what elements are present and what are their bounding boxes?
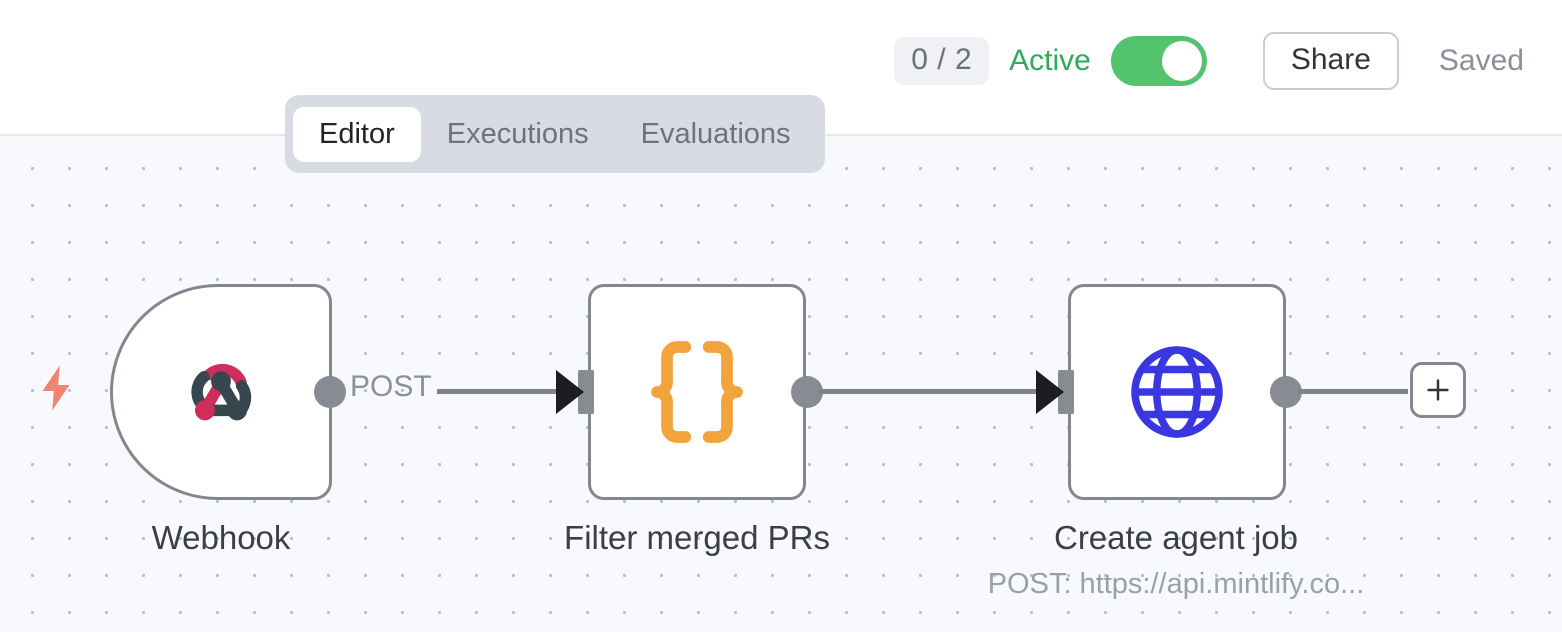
connection-label-post: POST xyxy=(350,370,432,403)
connection-line-1[interactable] xyxy=(437,389,573,394)
tab-executions[interactable]: Executions xyxy=(446,117,589,150)
output-port-filter-merged-prs[interactable] xyxy=(791,376,823,408)
node-sublabel-create-agent-job: POST: https://api.mintlify.co... xyxy=(987,568,1365,600)
lightning-bolt-icon xyxy=(38,365,74,411)
output-port-webhook[interactable] xyxy=(314,376,346,408)
output-port-create-agent-job[interactable] xyxy=(1270,376,1302,408)
toggle-knob xyxy=(1161,41,1202,81)
tab-editor[interactable]: Editor xyxy=(293,106,421,162)
active-status-label: Active xyxy=(1009,44,1091,77)
view-tabbar: Editor Executions Evaluations xyxy=(285,95,825,173)
node-create-agent-job[interactable] xyxy=(1068,284,1286,500)
node-label-create-agent-job: Create agent job xyxy=(1053,519,1298,556)
connection-arrow-1 xyxy=(556,370,584,414)
workflow-canvas[interactable]: Webhook Filter merged PRs xyxy=(0,136,1562,632)
plus-icon xyxy=(1427,379,1449,401)
connection-arrow-2 xyxy=(1036,370,1064,414)
node-label-webhook: Webhook xyxy=(151,519,291,556)
connection-line-2[interactable] xyxy=(818,389,1052,394)
saved-status-label: Saved xyxy=(1438,44,1524,77)
share-button[interactable]: Share xyxy=(1262,32,1399,90)
header-actions: 0 / 2 Active Share Saved xyxy=(894,27,1524,95)
add-node-button[interactable] xyxy=(1410,362,1466,418)
code-braces-icon xyxy=(651,341,743,443)
active-toggle[interactable] xyxy=(1110,36,1207,86)
node-webhook[interactable] xyxy=(110,284,332,500)
connection-line-3[interactable] xyxy=(1298,389,1408,394)
node-filter-merged-prs[interactable] xyxy=(588,284,806,500)
globe-icon xyxy=(1131,346,1223,438)
webhook-icon xyxy=(191,363,252,421)
execution-count-badge: 0 / 2 xyxy=(894,37,990,85)
tab-evaluations[interactable]: Evaluations xyxy=(640,117,791,150)
node-label-filter-merged-prs: Filter merged PRs xyxy=(564,519,830,556)
